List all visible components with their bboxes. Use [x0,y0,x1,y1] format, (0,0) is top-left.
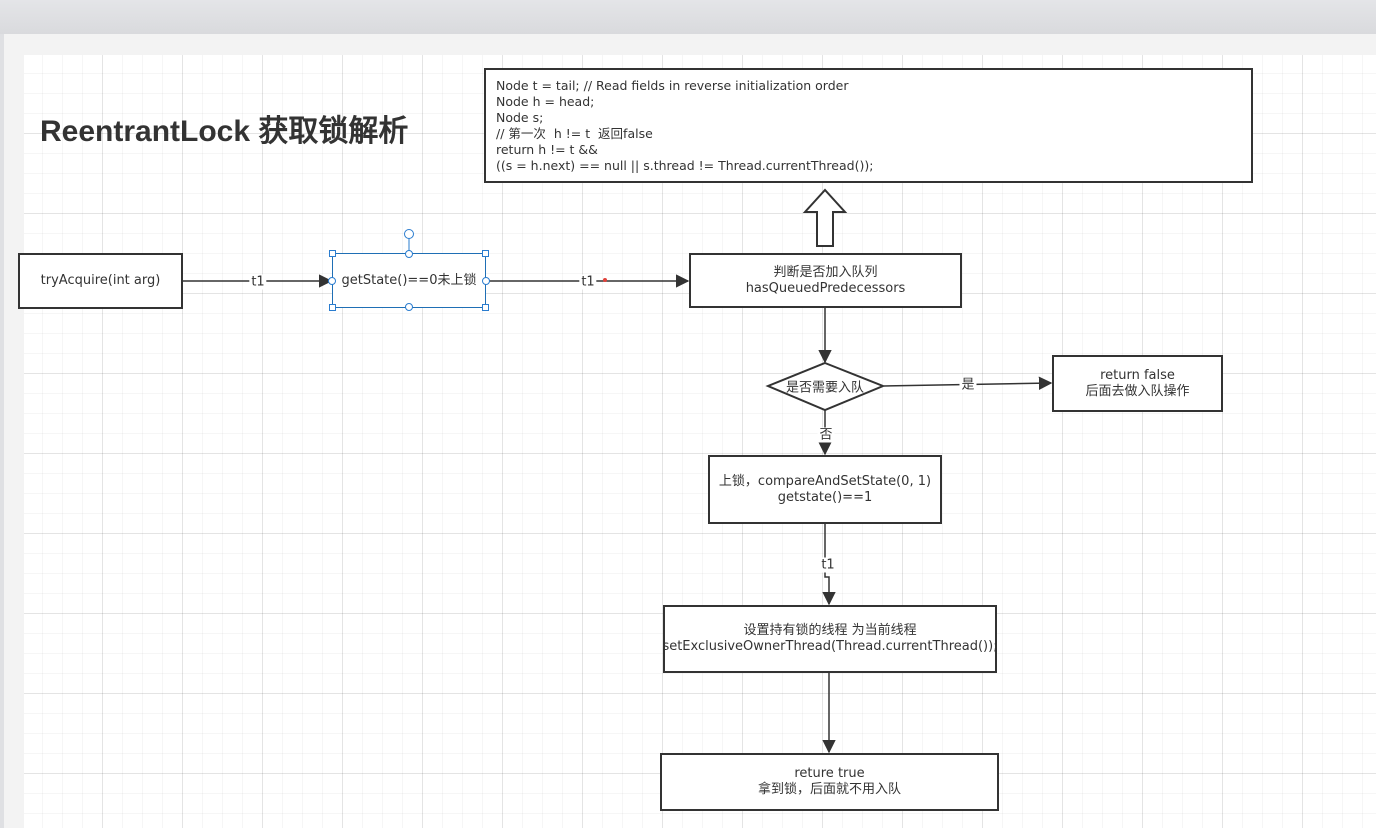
diagram-title: ReentrantLock 获取锁解析 [40,115,409,148]
resize-handle-bottom[interactable] [405,303,413,311]
node-label: 上锁，compareAndSetState(0, 1) [718,473,932,489]
resize-handle-top-right[interactable] [482,250,489,257]
hollow-up-arrow-icon[interactable] [802,188,848,247]
node-label: getstate()==1 [777,489,873,505]
resize-handle-bottom-left[interactable] [329,304,336,311]
node-label: getState()==0未上锁 [341,272,477,288]
node-label: 判断是否加入队列 [773,264,878,280]
node-label: 后面去做入队操作 [1085,383,1190,399]
resize-handle-top[interactable] [405,250,413,258]
node-label: tryAcquire(int arg) [40,273,161,288]
return-true-node[interactable]: reture true 拿到锁，后面就不用入队 [660,753,999,811]
node-label: reture true [794,766,865,781]
node-label: setExclusiveOwnerThread(Thread.currentTh… [662,639,998,654]
edge-lock-to-owner[interactable] [822,523,836,606]
rotate-handle[interactable] [404,229,414,239]
resize-handle-left[interactable] [328,277,336,285]
code-line: Node h = head; [496,94,595,109]
node-label: 设置持有锁的线程 为当前线程 [743,623,917,638]
node-label: return false [1100,367,1175,383]
code-line: Node s; [496,110,544,125]
edge-label-yes[interactable]: 是 [959,377,977,393]
diagram-canvas[interactable] [24,55,1376,828]
edge-label-t1[interactable]: t1 [579,274,597,290]
set-owner-node[interactable]: 设置持有锁的线程 为当前线程 setExclusiveOwnerThread(T… [662,605,998,673]
resize-handle-right[interactable] [482,277,490,285]
edge-label-t1[interactable]: t1 [249,274,267,290]
code-line: ((s = h.next) == null || s.thread != Thr… [496,158,874,173]
return-false-node[interactable]: return false 后面去做入队操作 [1052,355,1223,412]
get-state-node[interactable]: getState()==0未上锁 [332,253,486,308]
resize-handle-bottom-right[interactable] [482,304,489,311]
window-top-bar [0,0,1376,34]
code-line: // 第一次 h != t 返回false [496,126,653,141]
node-label: 拿到锁，后面就不用入队 [757,782,901,797]
edge-point-marker [603,278,607,282]
code-line: Node t = tail; // Read fields in reverse… [496,78,849,93]
edge-label-t1[interactable]: t1 [819,557,837,573]
has-queued-node[interactable]: 判断是否加入队列 hasQueuedPredecessors [689,253,962,308]
lock-node[interactable]: 上锁，compareAndSetState(0, 1) getstate()==… [708,455,942,524]
resize-handle-top-left[interactable] [329,250,336,257]
code-block-node[interactable]: Node t = tail; // Read fields in reverse… [484,68,1253,183]
edge-label-no[interactable]: 否 [817,427,835,443]
code-line: return h != t && [496,142,598,157]
try-acquire-node[interactable]: tryAcquire(int arg) [18,253,183,309]
decision-diamond[interactable] [765,361,886,412]
decision-label: 是否需要入队 [785,380,865,396]
node-label: hasQueuedPredecessors [745,280,906,296]
